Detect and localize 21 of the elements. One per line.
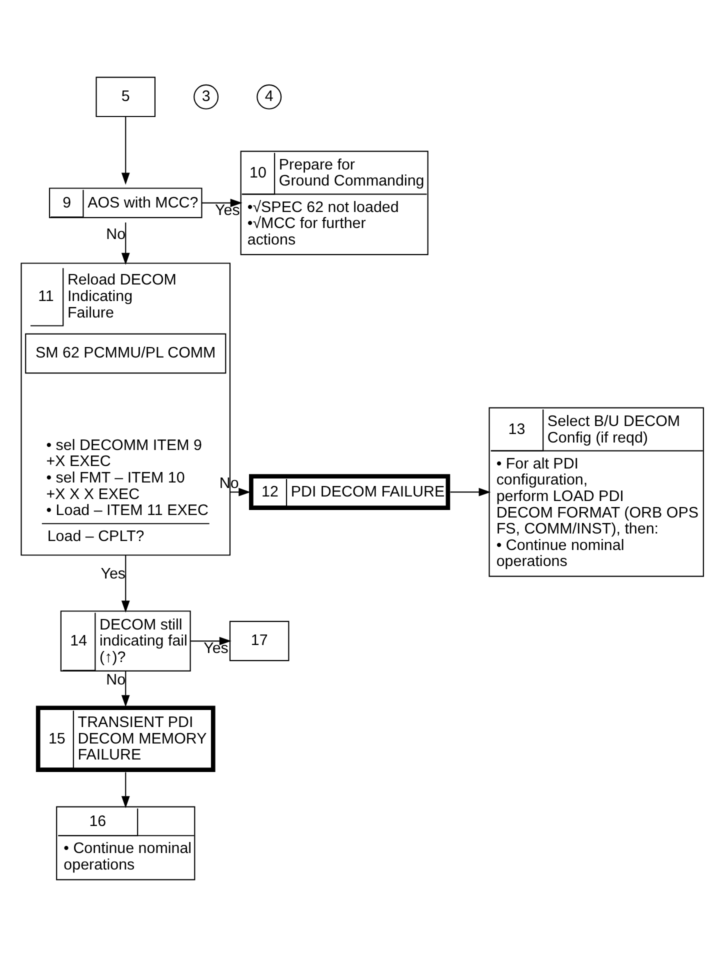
node-box: 17 — [229, 620, 290, 661]
arrow — [230, 487, 251, 496]
edge-label: Yes — [204, 640, 228, 657]
edge-label: Yes — [100, 565, 126, 582]
arrow — [121, 116, 130, 184]
node-box: 12 PDI DECOM FAILURE — [249, 474, 450, 510]
edge-label: Yes — [215, 202, 240, 219]
edge-label: No — [106, 226, 126, 243]
node-box: 15 TRANSIENT PDI DECOM MEMORY FAILURE — [36, 705, 216, 772]
arrow — [121, 222, 130, 264]
arrow — [190, 636, 232, 645]
arrow — [121, 670, 130, 707]
arrow — [121, 772, 130, 808]
node-circle: 4 — [256, 84, 282, 109]
edge-label: No — [106, 670, 126, 688]
node-circle: 3 — [194, 84, 219, 109]
node-box: 5 — [96, 76, 156, 117]
arrow — [450, 487, 491, 496]
arrow — [202, 198, 242, 207]
node-box: SM 62 PCMMU/PL COMM — [25, 332, 226, 374]
arrow — [121, 554, 130, 612]
